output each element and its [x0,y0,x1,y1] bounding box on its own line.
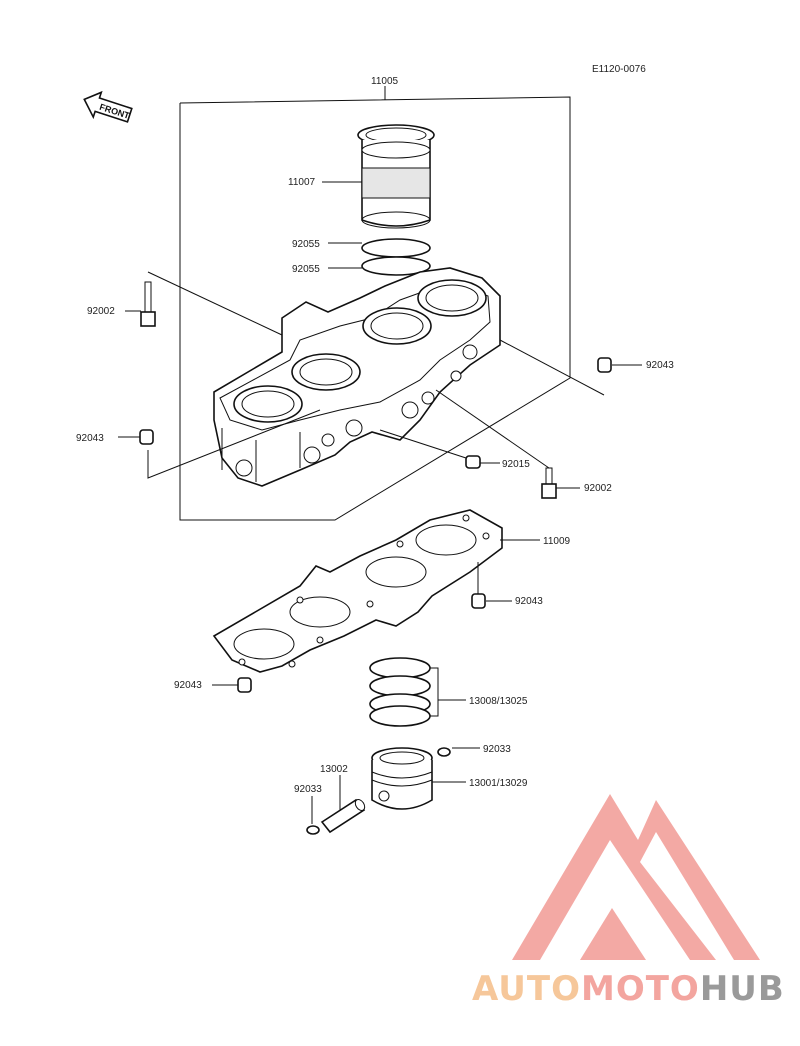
label-liner: 11007 [288,177,316,188]
label-bolt-right: 92002 [584,483,612,494]
label-gasket: 11009 [543,536,571,547]
label-piston: 13001/13029 [469,778,528,789]
dowel-right [597,357,612,373]
dowel-left [139,429,154,445]
svg-text:AUTOMOTOHUB: AUTOMOTOHUB [472,969,785,1009]
label-dowel-right: 92043 [646,360,674,371]
piston-rings [369,657,431,727]
o-rings [361,238,431,276]
front-arrow-icon: FRONT [83,90,133,123]
watermark-logo: AUTOMOTOHUB [472,794,785,1009]
assembly-bracket [179,86,571,521]
label-oring-upper: 92055 [292,239,320,250]
label-dowel-gasket-right: 92043 [515,596,543,607]
watermark-auto: AUTO [472,969,581,1009]
diagram-code: E1120-0076 [592,64,646,75]
label-cylinder-block: 11005 [371,76,399,87]
label-clip-left: 92033 [294,784,322,795]
piston-pin [320,798,366,834]
label-bolt-left: 92002 [87,306,115,317]
bolt-left [140,281,156,327]
label-dowel-gasket-left: 92043 [174,680,202,691]
cylinder-block [213,267,501,487]
watermark-moto: MOTO [581,969,700,1009]
label-oring-lower: 92055 [292,264,320,275]
watermark-hub: HUB [700,969,785,1009]
piston [371,747,433,810]
label-dowel-left: 92043 [76,433,104,444]
bolt-right [541,467,557,499]
cylinder-liner [357,124,435,229]
head-gasket [212,509,503,673]
label-pin: 13002 [320,764,348,775]
label-cap-bolt: 92015 [502,459,530,470]
label-clip-right: 92033 [483,744,511,755]
dowel-gasket-left [237,677,252,693]
dowel-gasket-right [471,593,486,609]
label-rings: 13008/13025 [469,696,528,707]
cap-bolt [465,455,481,469]
circlip-left [306,825,320,835]
circlip-right [437,747,451,757]
